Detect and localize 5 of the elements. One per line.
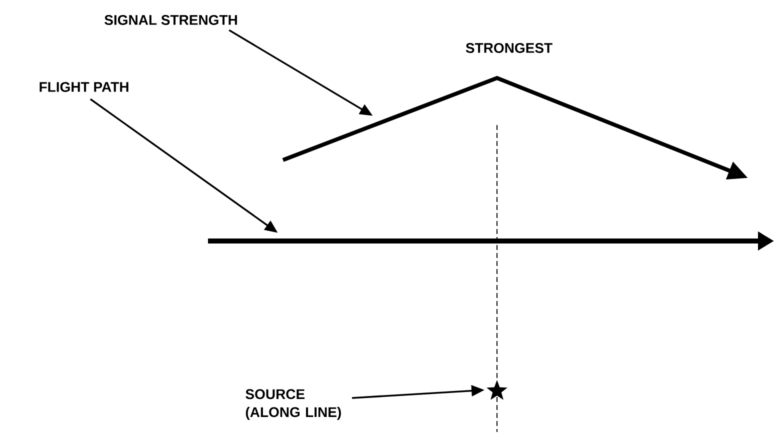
star-symbol [486,380,508,400]
text-label: SOURCE (ALONG LINE) [246,389,341,420]
text-label: FLIGHT PATH [40,82,128,92]
text-label: STRONGEST [466,43,552,53]
text-label: SIGNAL STRENGTH [104,15,237,25]
